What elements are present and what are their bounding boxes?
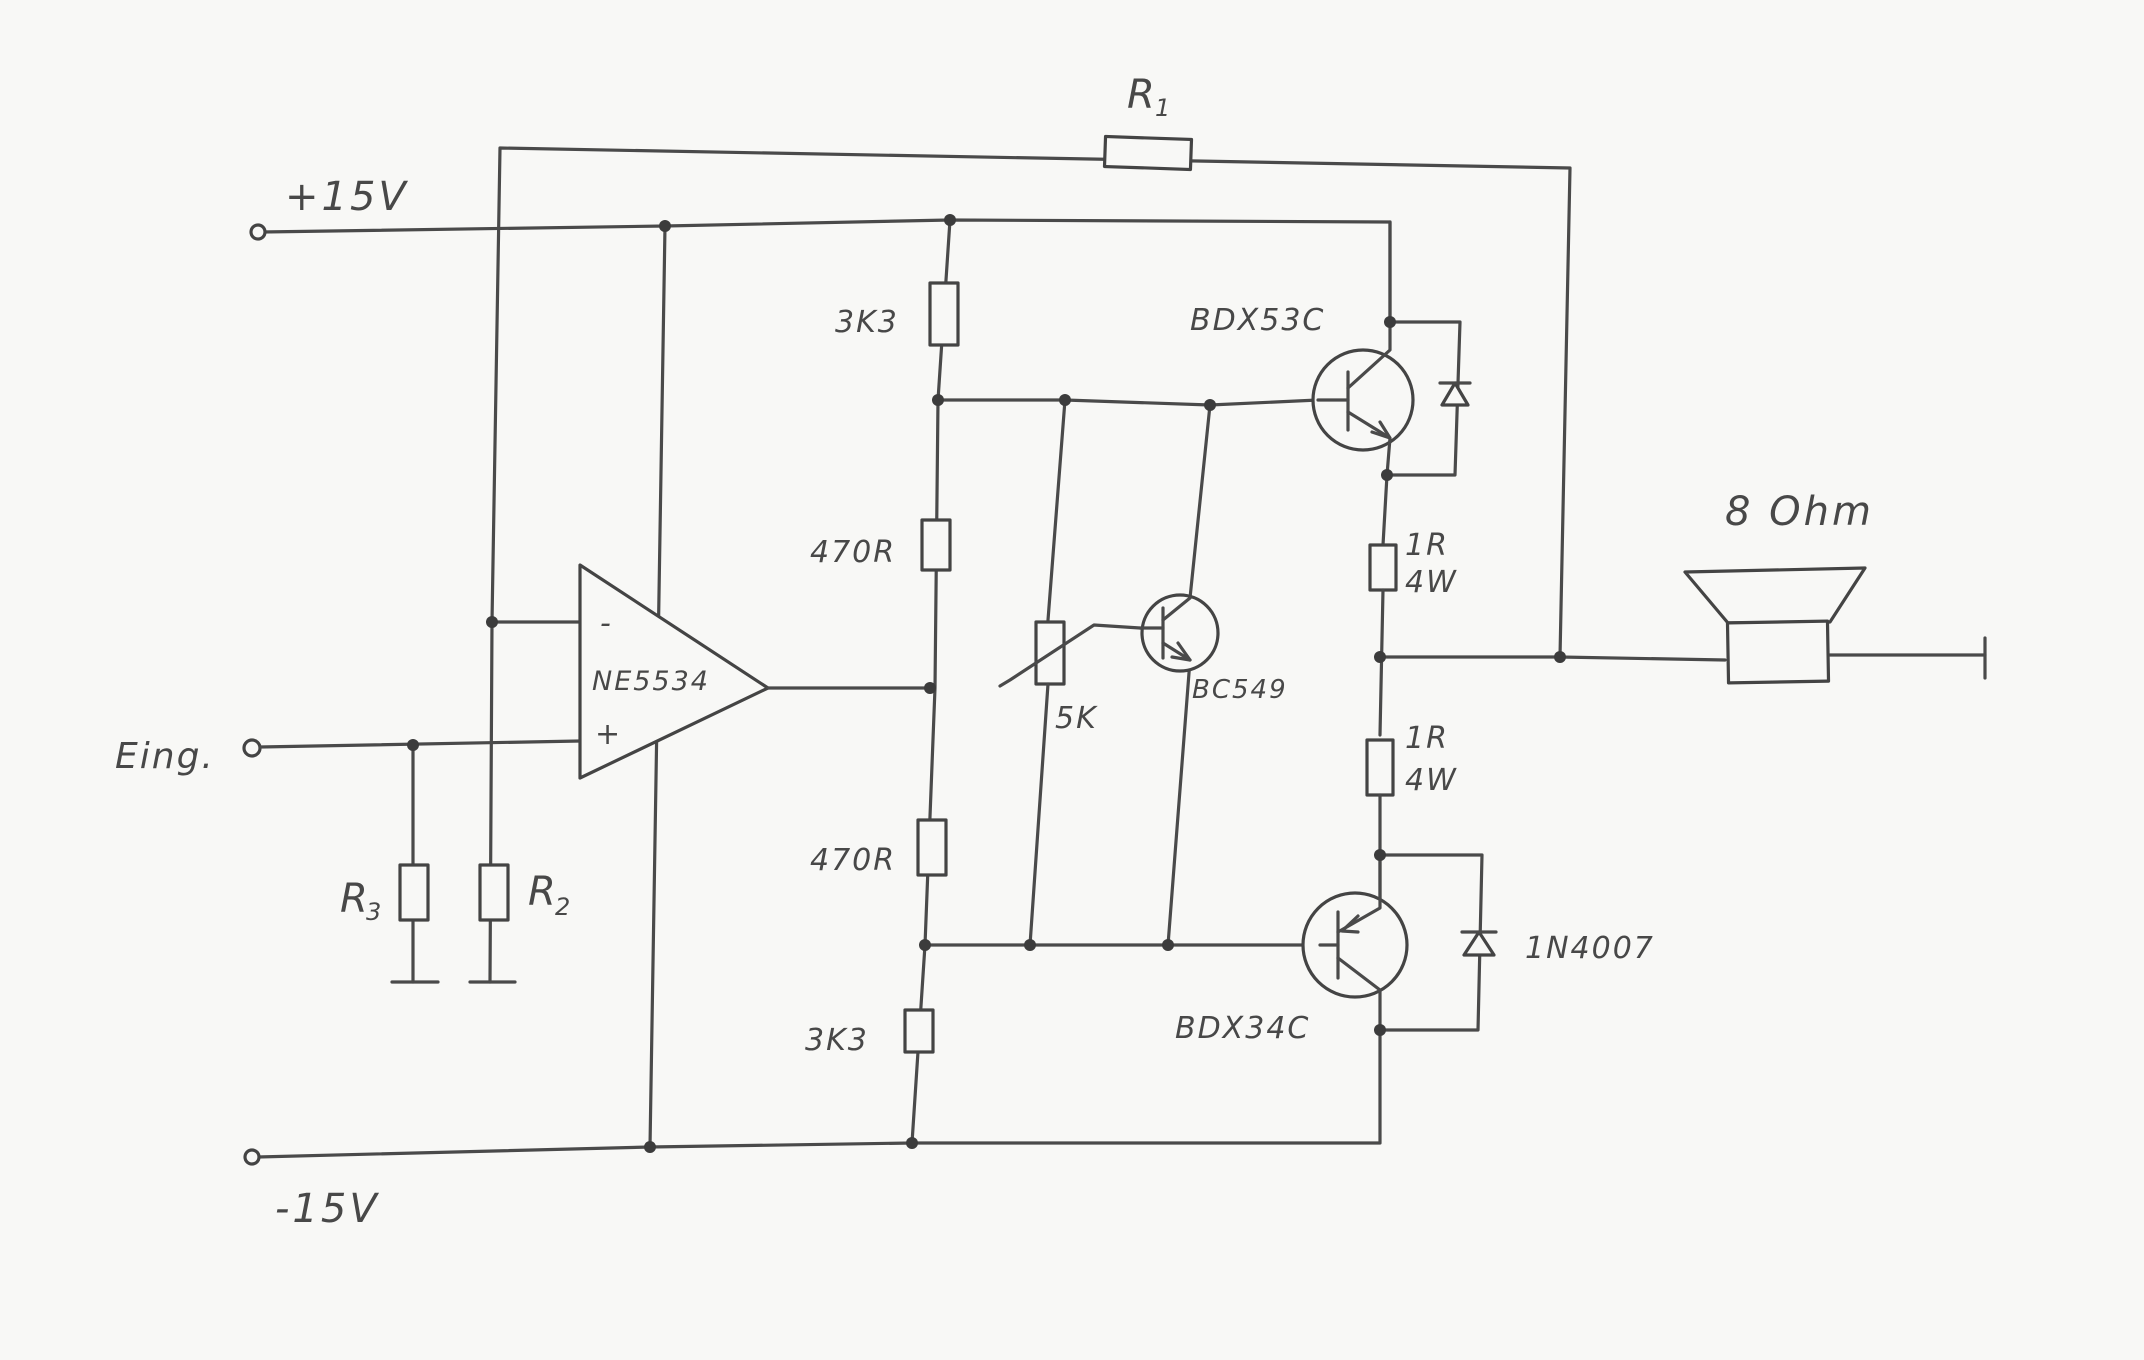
negative-rail: -15V [243, 1033, 1382, 1232]
output-lower: 1N4007 BDX34C [1175, 853, 1655, 1046]
opamp-plus-sign: + [595, 717, 622, 752]
positive-rail: +15V [249, 174, 1392, 320]
resistor-470r-bottom [916, 818, 948, 877]
opamp-label: NE5534 [592, 666, 710, 697]
resistor-3k3-bottom [903, 1008, 935, 1054]
input-section: Eing. R 3 [115, 736, 582, 984]
resistor-r3 [398, 863, 430, 922]
r1-label: R [1127, 72, 1158, 118]
bdx53c-label: BDX53C [1190, 303, 1325, 338]
diode-lower [1462, 930, 1496, 957]
r2-subscript: 2 [555, 893, 573, 921]
emitter-r-top-value: 1R [1405, 528, 1449, 563]
emitter-resistors: 1R 4W 1R 4W [1365, 473, 1458, 857]
resistor-r2 [478, 863, 510, 922]
label-3k3-bottom: 3K3 [805, 1023, 869, 1058]
negative-supply-label: -15V [275, 1186, 380, 1232]
diode-label: 1N4007 [1525, 931, 1655, 966]
pot-label: 5K [1055, 701, 1098, 736]
output-upper: BDX53C [1190, 220, 1472, 477]
speaker-label: 8 Ohm [1725, 489, 1874, 535]
feedback-network: R 1 R 2 [468, 72, 1572, 984]
emitter-r-bottom-value: 1R [1405, 721, 1449, 756]
diode-upper [1440, 381, 1470, 407]
input-label: Eing. [115, 736, 215, 777]
r3-subscript: 3 [366, 898, 384, 926]
resistor-1r-4w-top [1368, 543, 1398, 592]
output-line [1378, 636, 1987, 680]
resistor-1r-4w-bottom [1365, 738, 1395, 797]
resistor-r1 [1102, 134, 1194, 172]
resistor-470r-top [920, 518, 952, 572]
transistor-bdx34c [1301, 891, 1409, 999]
r3-label: R [340, 876, 371, 922]
bias-chain: 3K3 470R 470R 3K3 [805, 218, 960, 1145]
resistor-3k3-top [928, 281, 960, 347]
emitter-r-bottom-power: 4W [1405, 763, 1458, 798]
transistor-bdx53c [1311, 348, 1415, 452]
emitter-r-top-power: 4W [1405, 565, 1458, 600]
opamp-minus-sign: - [600, 606, 613, 641]
r2-label: R [528, 869, 559, 915]
label-470r-top: 470R [810, 535, 896, 570]
positive-supply-label: +15V [285, 174, 409, 220]
r1-subscript: 1 [1155, 94, 1173, 122]
bdx34c-label: BDX34C [1175, 1011, 1310, 1046]
transistor-bc549 [1140, 593, 1220, 673]
bc549-label: BC549 [1192, 675, 1288, 705]
opamp-ne5534: - + NE5534 [578, 224, 927, 1149]
vbe-multiplier: 5K BC549 [998, 398, 1288, 947]
speaker-8ohm: 8 Ohm [1683, 489, 1874, 685]
junction-dots [407, 214, 1566, 1153]
label-470r-bottom: 470R [810, 843, 896, 878]
upper-bias-bus [936, 398, 1320, 407]
label-3k3-top: 3K3 [835, 305, 899, 340]
